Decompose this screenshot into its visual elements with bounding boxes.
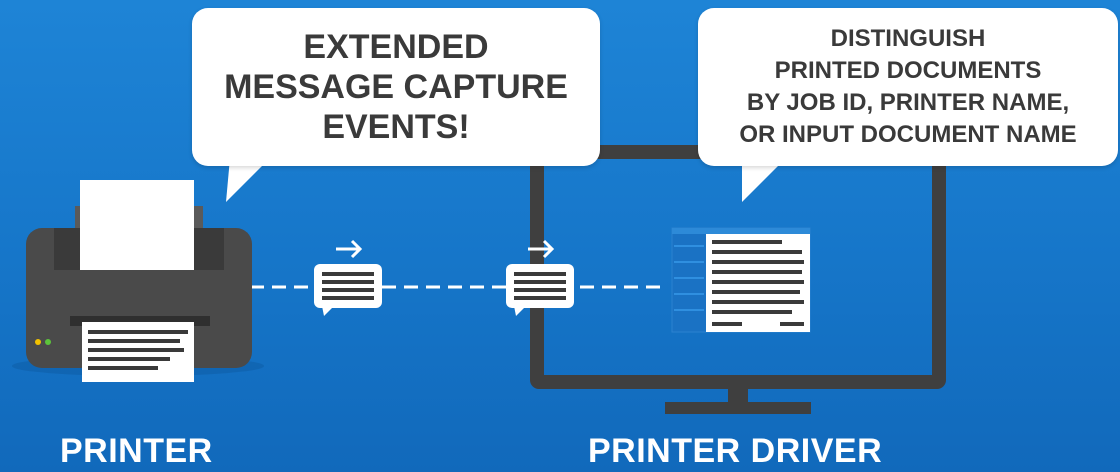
printer-label: PRINTER [60, 432, 213, 470]
arrow-right-icon [336, 239, 363, 259]
bubble-tail-left [226, 158, 270, 202]
message-icon [314, 264, 382, 316]
bubble-events-text: EXTENDED MESSAGE CAPTURE EVENTS! [224, 28, 568, 146]
bubble-distinguish-text: DISTINGUISH PRINTED DOCUMENTS BY JOB ID,… [739, 25, 1077, 148]
printer-driver-label: PRINTER DRIVER [588, 432, 883, 470]
speech-bubble-distinguish: DISTINGUISH PRINTED DOCUMENTS BY JOB ID,… [698, 8, 1118, 166]
speech-bubble-events: EXTENDED MESSAGE CAPTURE EVENTS! [192, 8, 600, 166]
message-icon [506, 264, 574, 316]
printer-icon [12, 180, 264, 382]
arrow-right-icon [528, 239, 555, 259]
document-icon [671, 227, 811, 333]
bubble-tail-right [742, 158, 786, 202]
